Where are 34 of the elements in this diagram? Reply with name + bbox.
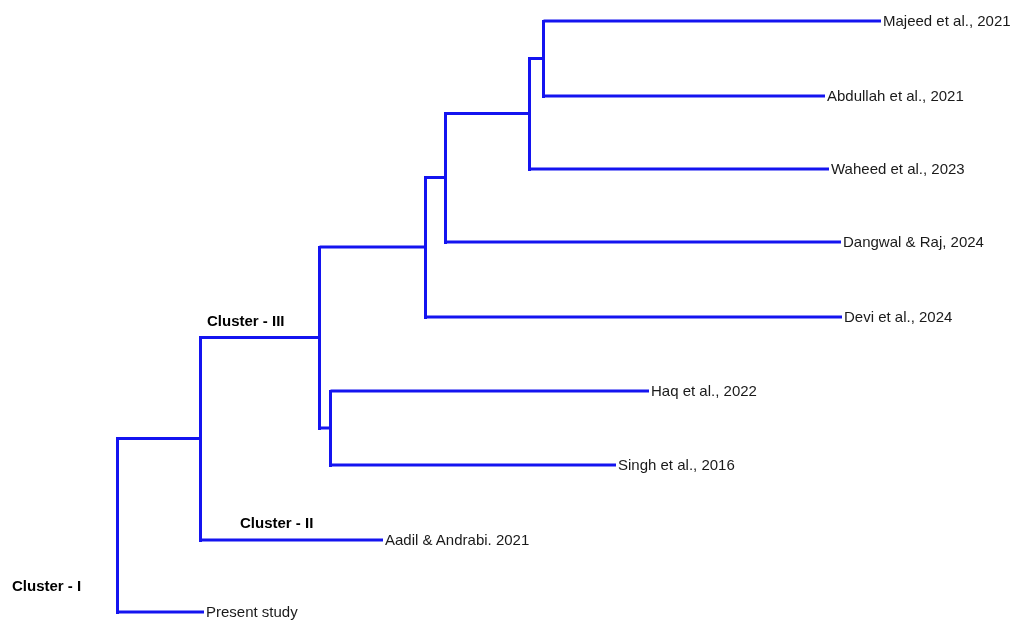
tree-branch <box>425 315 842 319</box>
tree-branch <box>330 389 649 393</box>
cluster-label: Cluster - III <box>207 312 285 329</box>
tree-branch <box>445 240 841 244</box>
tree-branch <box>543 94 825 98</box>
tree-branch <box>319 245 424 249</box>
leaf-label: Haq et al., 2022 <box>649 381 757 401</box>
dendrogram-junction <box>116 436 119 614</box>
leaf-label: Dangwal & Raj, 2024 <box>841 232 984 252</box>
leaf-label: Present study <box>204 602 298 622</box>
dendrogram-junction <box>528 56 531 171</box>
leaf-label: Singh et al., 2016 <box>616 455 735 475</box>
leaf-label: Aadil & Andrabi. 2021 <box>383 530 530 550</box>
tree-branch <box>200 538 383 542</box>
dendrogram-junction <box>329 389 332 467</box>
tree-branch <box>330 463 616 467</box>
leaf-label: Abdullah et al., 2021 <box>825 86 964 106</box>
tree-branch <box>117 437 199 440</box>
dendrogram-junction <box>542 19 545 98</box>
tree-branch <box>543 19 881 23</box>
leaf-label: Majeed et al., 2021 <box>881 11 1011 31</box>
tree-branch <box>425 176 444 179</box>
leaf-label: Devi et al., 2024 <box>842 307 953 327</box>
tree-branch <box>445 112 528 115</box>
tree-branch <box>117 610 204 614</box>
leaf-label: Waheed et al., 2023 <box>829 159 965 179</box>
tree-branch <box>529 167 829 171</box>
dendrogram-junction <box>424 175 427 319</box>
tree-branch <box>200 336 318 339</box>
dendrogram-junction <box>199 335 202 542</box>
dendrogram-junction <box>444 111 447 244</box>
cluster-label: Cluster - II <box>240 514 314 531</box>
dendrogram-junction <box>318 245 321 430</box>
cluster-label: Cluster - I <box>12 577 82 594</box>
